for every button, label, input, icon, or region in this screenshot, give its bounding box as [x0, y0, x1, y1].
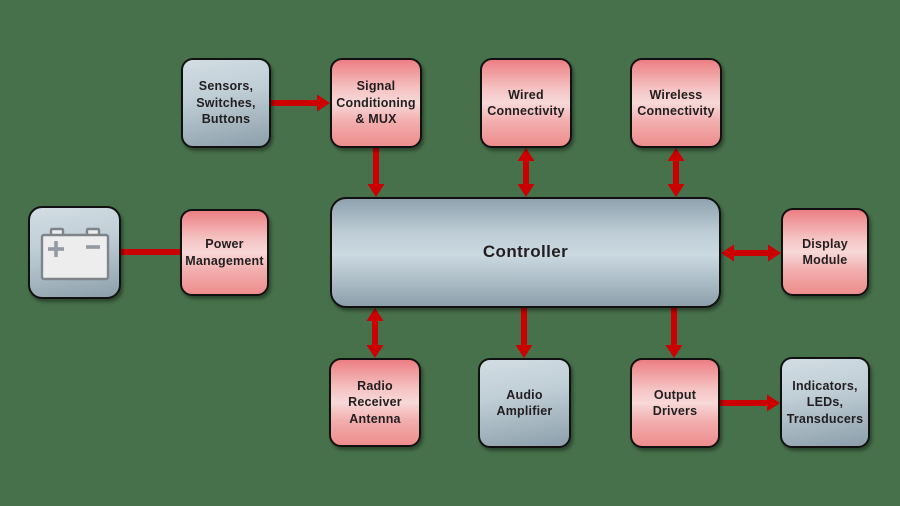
node-wired-label: Wired Connectivity — [487, 87, 565, 119]
node-power-management: Power Management — [180, 209, 269, 296]
node-indicators-leds-transducers: Indicators, LEDs, Transducers — [780, 357, 870, 448]
node-sensors-switches-buttons: Sensors, Switches, Buttons — [181, 58, 271, 148]
node-wired-connectivity: Wired Connectivity — [480, 58, 572, 148]
connector-wireless-controller — [667, 148, 685, 197]
node-indicators-label: Indicators, LEDs, Transducers — [786, 378, 864, 426]
node-wireless-label: Wireless Connectivity — [637, 87, 715, 119]
node-radio-label: Radio Receiver Antenna — [348, 378, 402, 426]
node-radio-receiver-antenna: Radio Receiver Antenna — [329, 358, 421, 447]
connector-controller-display — [721, 244, 781, 262]
node-battery — [28, 206, 121, 299]
node-sensors-label: Sensors, Switches, Buttons — [196, 79, 256, 127]
connector-signal-controller — [367, 148, 385, 197]
connector-controller-output — [665, 308, 683, 358]
battery-icon — [40, 227, 110, 281]
node-audio-label: Audio Amplifier — [496, 387, 553, 419]
node-display-label: Display Module — [802, 236, 848, 268]
connector-sensors-signal — [271, 94, 330, 112]
node-display-module: Display Module — [781, 208, 869, 296]
connector-controller-audio — [515, 308, 533, 358]
connector-wired-controller — [517, 148, 535, 197]
node-controller-label: Controller — [482, 242, 569, 262]
node-power-label: Power Management — [185, 237, 264, 268]
node-output-label: Output Drivers — [652, 387, 698, 419]
node-output-drivers: Output Drivers — [630, 358, 720, 448]
node-controller: Controller — [330, 197, 721, 308]
node-signal-conditioning-mux: Signal Conditioning & MUX — [330, 58, 422, 148]
connector-controller-radio — [366, 308, 384, 358]
connector-output-indicators — [720, 394, 780, 412]
node-wireless-connectivity: Wireless Connectivity — [630, 58, 722, 148]
node-signal-label: Signal Conditioning & MUX — [336, 79, 416, 127]
node-audio-amplifier: Audio Amplifier — [478, 358, 571, 448]
